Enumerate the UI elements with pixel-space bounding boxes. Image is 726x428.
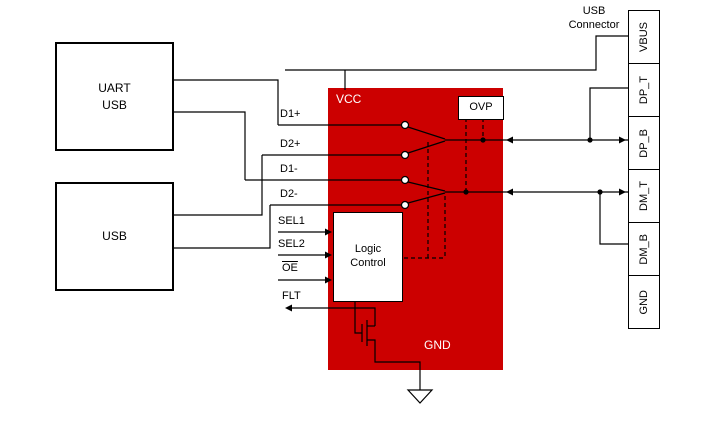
signal-label-d2-minus: D2- [280,188,298,200]
signal-label-d1-minus: D1- [280,163,298,175]
usb-block: USB [55,182,174,291]
logic-label-line2: Control [350,257,386,269]
logic-input-wires [278,231,330,281]
gnd-label: GND [424,338,451,352]
signal-label-d2-plus: D2+ [280,138,301,150]
uart-usb-block: UART USB [55,42,174,151]
ovp-label: OVP [469,101,493,114]
pin-label-gnd: GND [638,289,650,315]
connector-pin-gnd: GND [628,275,660,329]
switch-contact-circles [400,120,410,210]
dashed-control-lines [404,118,484,259]
pin-label-dm-t: DM_T [638,181,650,211]
usb-connector-title-line1: USB [582,5,606,17]
logic-label-line1: Logic [354,243,382,256]
arrowheads [285,136,626,312]
usb-label: USB [102,229,127,244]
source-routing-wires [170,79,279,249]
usb-connector-title: USB Connector [556,4,632,33]
connector-pin-dm-b: DM_B [628,222,660,276]
flt-wire [289,307,376,326]
signal-label-oe: OE [282,262,298,274]
signal-label-sel2: SEL2 [278,238,305,250]
connector-pin-dm-t: DM_T [628,169,660,223]
mosfet-symbol [354,300,421,390]
signal-label-d1-plus: D1+ [280,108,301,120]
pin-label-dp-t: DP_T [638,75,650,105]
pin-label-dp-b: DP_B [638,128,650,158]
usb-connector-title-line2: Connector [568,19,620,32]
vbus-to-vcc-wire [285,35,628,90]
ground-symbol [406,389,434,404]
connector-pin-dp-t: DP_T [628,63,660,117]
connector-stub-wires [589,87,628,245]
switch-arm-wires [407,126,503,204]
usb-connector-pin-column: VBUS DP_T DP_B DM_T DM_B GND [628,10,660,329]
bidirectional-output-wires [503,139,628,193]
data-input-wires [245,124,401,206]
uart-usb-label-line1: UART [98,81,131,96]
ovp-block: OVP [458,96,504,120]
connector-pin-dp-b: DP_B [628,116,660,170]
logic-control-block: Logic Control [333,212,403,302]
pin-label-dm-b: DM_B [638,233,650,265]
pin-label-vbus: VBUS [638,22,650,52]
vcc-label: VCC [336,92,362,106]
signal-label-sel1: SEL1 [278,215,305,227]
junction-dots [463,137,603,195]
connector-pin-vbus: VBUS [628,10,660,64]
signal-label-flt: FLT [282,290,301,302]
uart-usb-label-line2: USB [102,97,127,112]
